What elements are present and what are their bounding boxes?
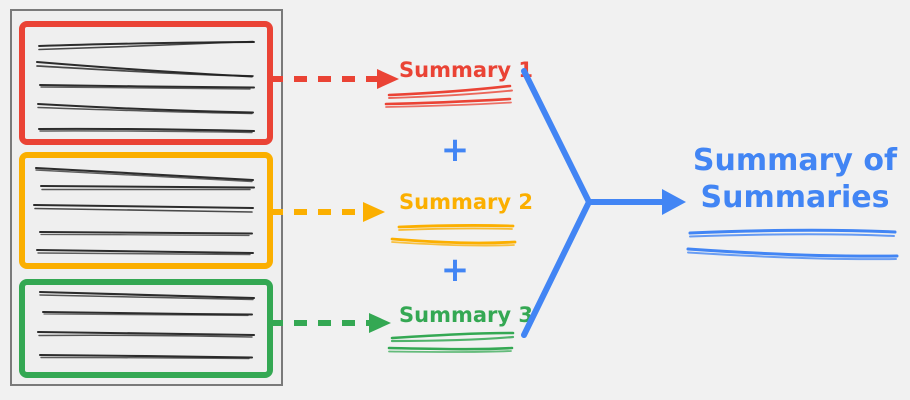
summary-3-label: Summary 3	[399, 303, 533, 327]
final-summary-line-1: Summary of	[693, 143, 898, 178]
summary-1[interactable]: Summary 1	[384, 58, 533, 108]
chunk-2[interactable]	[19, 152, 273, 269]
summary-2-underlines	[390, 223, 517, 247]
summary-3[interactable]: Summary 3	[387, 303, 533, 353]
summary-3-underlines	[387, 331, 515, 353]
summary-1-label: Summary 1	[399, 58, 533, 82]
arrowhead-1	[377, 69, 399, 89]
chunk-3[interactable]	[19, 279, 273, 378]
summary-2[interactable]: Summary 2	[390, 190, 533, 247]
summary-1-underlines	[384, 84, 513, 108]
document-stack	[10, 9, 283, 386]
arrowhead-2	[363, 202, 385, 222]
arrowhead-3	[369, 313, 391, 333]
plus-operator-2: +	[441, 250, 470, 290]
final-summary-underlines	[686, 228, 899, 261]
merge-connector	[521, 68, 686, 338]
chunk-1-box	[19, 21, 273, 145]
merge-lines	[521, 68, 668, 338]
arrow-chunk-1-to-summary-1	[270, 69, 399, 89]
chunk-2-text-lines	[33, 166, 255, 256]
chunk-3-box	[19, 279, 273, 378]
chunk-1[interactable]	[19, 21, 273, 145]
chunk-1-text-lines	[36, 40, 256, 134]
plus-operator-1: +	[441, 130, 470, 170]
arrow-chunk-3-to-summary-3	[270, 313, 391, 333]
chunk-3-text-lines	[36, 290, 256, 360]
merge-arrowhead	[662, 189, 686, 215]
summary-of-summaries[interactable]: Summary of Summaries	[686, 143, 899, 261]
arrow-chunk-2-to-summary-2	[270, 202, 385, 222]
final-summary-line-2: Summaries	[700, 180, 889, 215]
summary-2-label: Summary 2	[399, 190, 533, 214]
